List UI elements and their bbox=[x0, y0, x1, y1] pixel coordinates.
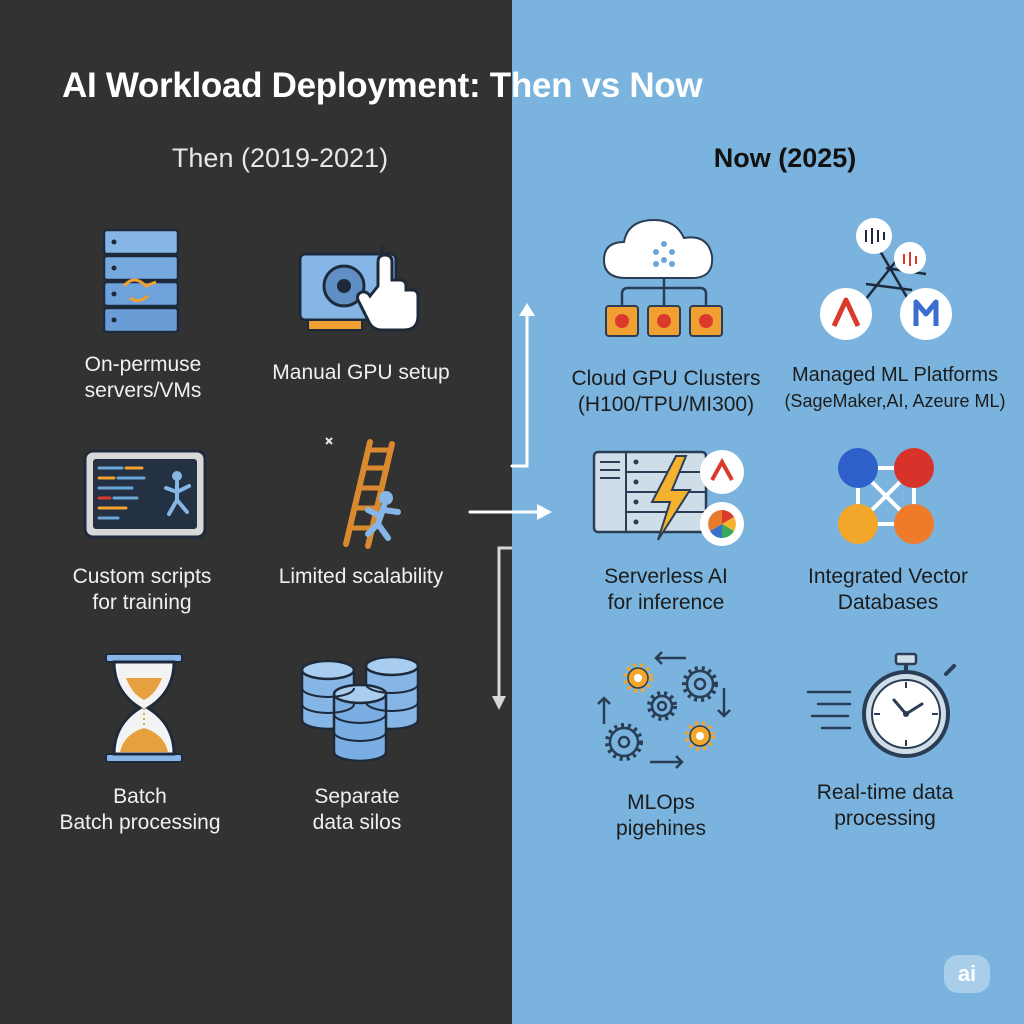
server-stack-icon bbox=[100, 226, 186, 342]
ml-platforms-network-icon bbox=[816, 214, 956, 344]
vector-database-graph-icon bbox=[834, 444, 938, 548]
then-label-gpu-setup: Manual GPU setup bbox=[272, 361, 450, 384]
serverless-bolt-icon bbox=[592, 446, 748, 550]
hourglass-icon bbox=[104, 652, 184, 764]
now-label-cloud-gpu: Cloud GPU Clusters(H100/TPU/MI300) bbox=[571, 367, 761, 416]
code-monitor-icon bbox=[82, 448, 208, 540]
ladder-climber-icon bbox=[320, 434, 410, 550]
then-label-scalability: Limited scalability bbox=[278, 565, 444, 588]
mlops-gears-icon bbox=[597, 644, 740, 774]
cloud-gpu-cluster-icon bbox=[592, 214, 742, 342]
database-silos-icon bbox=[298, 655, 422, 766]
ai-watermark-badge: ai bbox=[944, 955, 990, 993]
now-heading: Now (2025) bbox=[713, 143, 857, 173]
now-label-ml-platforms: Managed ML Platforms(SageMaker,AI, Azeur… bbox=[784, 364, 1006, 411]
gpu-card-hand-icon bbox=[296, 236, 426, 344]
stopwatch-icon bbox=[806, 652, 966, 762]
then-heading: Then (2019-2021) bbox=[171, 143, 389, 173]
page-title: AI Workload Deployment: Then vs Now bbox=[62, 66, 703, 105]
